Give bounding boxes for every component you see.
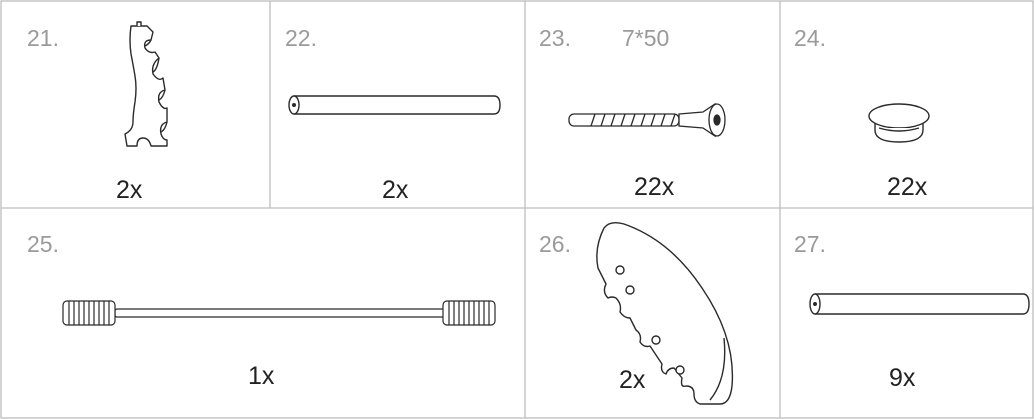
part-cell-24: 24. 22x: [780, 0, 1034, 208]
part-cell-23: 23. 7*50 22x: [525, 0, 780, 208]
curved-bracket-icon: [596, 221, 734, 405]
part-cell-27: 27. 9x: [780, 208, 1034, 419]
item-number: 25.: [27, 231, 59, 257]
threaded-bar-icon: [62, 300, 496, 326]
rod-icon: [288, 95, 501, 115]
quantity-label: 2x: [116, 176, 143, 204]
quantity-label: 22x: [634, 173, 675, 201]
screw-size-label: 7*50: [622, 25, 670, 51]
item-number: 24.: [794, 25, 826, 51]
item-number: 22.: [285, 25, 317, 51]
item-number: 21.: [27, 25, 59, 51]
item-number: 23.: [539, 25, 571, 51]
quantity-label: 9x: [889, 364, 916, 392]
quantity-label: 22x: [887, 173, 928, 201]
notched-bracket-icon: [124, 21, 168, 147]
part-cell-22: 22. 2x: [270, 0, 525, 208]
quantity-label: 2x: [619, 366, 646, 394]
quantity-label: 2x: [382, 176, 409, 204]
part-cell-26: 26. 2x: [525, 208, 780, 419]
screw-icon: [568, 102, 726, 138]
item-number: 27.: [794, 231, 826, 257]
part-cell-25: 25. 1x: [0, 208, 525, 419]
rod-icon: [809, 293, 1030, 315]
part-cell-21: 21. 2x: [0, 0, 270, 208]
quantity-label: 1x: [248, 362, 275, 390]
cap-icon: [868, 103, 930, 143]
item-number: 26.: [539, 231, 571, 257]
